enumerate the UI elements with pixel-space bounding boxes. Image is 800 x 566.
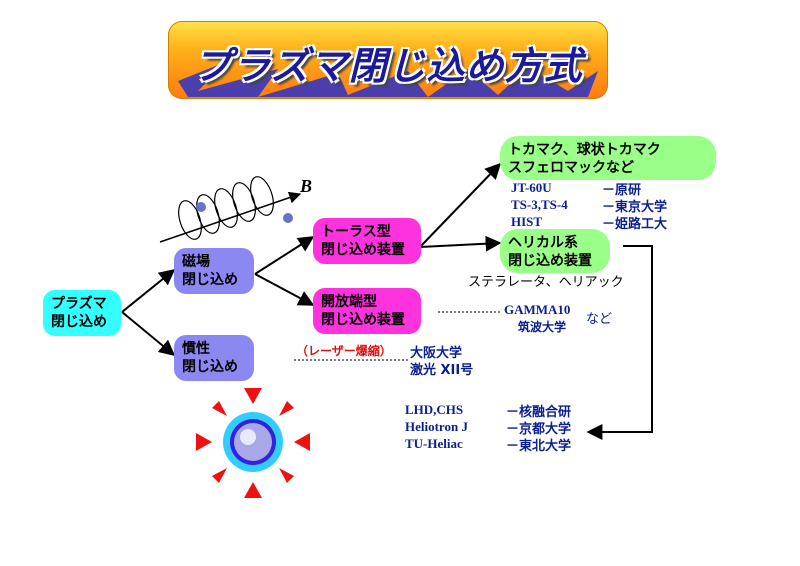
node-magnetic-line1: 磁場 bbox=[182, 254, 210, 270]
helical-device-3: TU-Heliac bbox=[405, 436, 463, 451]
arrow-plasma-magnetic bbox=[121, 268, 176, 313]
tokamak-org-2: －東京大学 bbox=[602, 200, 668, 215]
helical-device-1: LHD,CHS bbox=[405, 402, 464, 417]
node-helical: ヘリカル系 閉じ込め装置 bbox=[500, 229, 610, 273]
node-plasma-line2: 閉じ込め bbox=[51, 314, 107, 330]
implosion-target-icon bbox=[223, 412, 283, 472]
field-label-b: B bbox=[300, 176, 313, 196]
open-device-name: GAMMA10 bbox=[504, 302, 571, 317]
arrow-magnetic-torus bbox=[254, 236, 315, 275]
tokamak-org-1: －原研 bbox=[602, 183, 642, 198]
node-tokamak: トカマク、球状トカマク スフェロマックなど bbox=[500, 136, 716, 180]
arrow-magnetic-open bbox=[254, 273, 315, 306]
page-title: プラズマ閉じ込め方式 bbox=[193, 44, 583, 88]
node-plasma-line1: プラズマ bbox=[51, 296, 107, 312]
laser-arrows-icon bbox=[196, 388, 310, 498]
arrow-torus-tokamak bbox=[419, 162, 502, 248]
node-helical-line2: 閉じ込め装置 bbox=[508, 253, 592, 269]
tokamak-device-1: JT-60U bbox=[511, 180, 552, 195]
arrow-plasma-inertial bbox=[121, 311, 176, 357]
node-inertial-line2: 閉じ込め bbox=[182, 359, 238, 375]
node-inertial-line1: 慣性 bbox=[182, 341, 210, 357]
open-device-suffix: など bbox=[586, 312, 613, 327]
node-torus-line1: トーラス型 bbox=[321, 224, 391, 240]
laser-label: （レーザー爆縮） bbox=[296, 344, 392, 358]
node-magnetic-line2: 閉じ込め bbox=[182, 272, 238, 288]
node-magnetic-confinement: 磁場 閉じ込め bbox=[174, 248, 254, 294]
magnetic-helix-icon bbox=[159, 176, 302, 243]
helical-org-1: －核融合研 bbox=[506, 405, 572, 420]
node-open-end-device: 開放端型 閉じ込め装置 bbox=[313, 288, 421, 334]
laser-org: 大阪大学 bbox=[410, 346, 463, 361]
node-tokamak-line2: スフェロマックなど bbox=[508, 160, 634, 176]
node-helical-line1: ヘリカル系 bbox=[508, 235, 578, 251]
node-torus-line2: 閉じ込め装置 bbox=[321, 242, 405, 258]
open-device-org: 筑波大学 bbox=[518, 320, 567, 334]
node-open-line2: 閉じ込め装置 bbox=[321, 312, 405, 328]
title-banner: プラズマ閉じ込め方式 bbox=[168, 21, 608, 99]
laser-device: 激光 XII号 bbox=[410, 363, 474, 378]
helical-org-2: －京都大学 bbox=[506, 422, 572, 437]
helical-device-2: Heliotron J bbox=[405, 419, 468, 434]
arrow-torus-helical bbox=[419, 235, 502, 252]
node-inertial-confinement: 慣性 閉じ込め bbox=[174, 335, 254, 381]
helical-org-3: －東北大学 bbox=[506, 439, 572, 454]
tokamak-org-3: －姫路工大 bbox=[602, 217, 668, 232]
node-tokamak-line1: トカマク、球状トカマク bbox=[508, 142, 661, 158]
title-burst-decoration bbox=[178, 61, 598, 97]
node-open-line1: 開放端型 bbox=[321, 294, 377, 310]
node-plasma-confinement: プラズマ 閉じ込め bbox=[43, 290, 121, 336]
arrow-helical-devices bbox=[586, 245, 653, 440]
tokamak-device-3: HIST bbox=[511, 214, 543, 229]
node-torus-device: トーラス型 閉じ込め装置 bbox=[313, 218, 421, 264]
tokamak-device-2: TS-3,TS-4 bbox=[511, 197, 568, 212]
helical-note: ステラレータ、ヘリアック bbox=[468, 275, 624, 290]
